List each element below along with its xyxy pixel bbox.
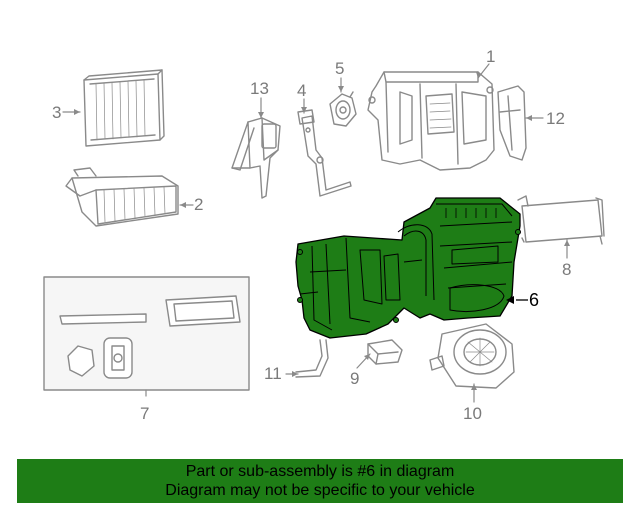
callout-7: 7 [140,404,150,423]
callout-12: 12 [546,109,565,128]
parts-diagram [43,63,605,403]
part-11-hose [295,339,329,378]
callout-9: 9 [350,369,360,388]
callout-11: 11 [264,364,282,383]
part-13-bracket [231,117,281,199]
callout-6: 6 [529,290,540,310]
info-banner: Part or sub-assembly is #6 in diagram Di… [17,459,623,503]
callout-10: 10 [463,404,482,423]
arrow-heads [74,72,570,390]
callout-2: 2 [194,195,204,214]
part-12-duct [497,85,527,161]
part-1-hvac-housing [367,71,495,171]
part-6-hvac-module-highlighted [295,197,528,339]
part-3-evaporator [83,69,165,147]
part-8-bracket [517,195,605,245]
banner-line-2: Diagram may not be specific to your vehi… [165,482,475,499]
callout-4: 4 [297,81,307,100]
part-5-actuator [329,91,357,127]
callout-13: 13 [250,79,269,98]
callout-8: 8 [562,260,572,279]
callout-5: 5 [335,59,345,78]
part-4-linkage [297,109,352,197]
part-7-kit-box [43,276,250,391]
part-10-blower-motor [429,323,515,389]
callout-1: 1 [486,47,496,66]
part-9-module [367,339,403,365]
part-2-heater-core [65,167,179,227]
callout-3: 3 [52,103,62,122]
banner-line-1: Part or sub-assembly is #6 in diagram [185,463,455,480]
